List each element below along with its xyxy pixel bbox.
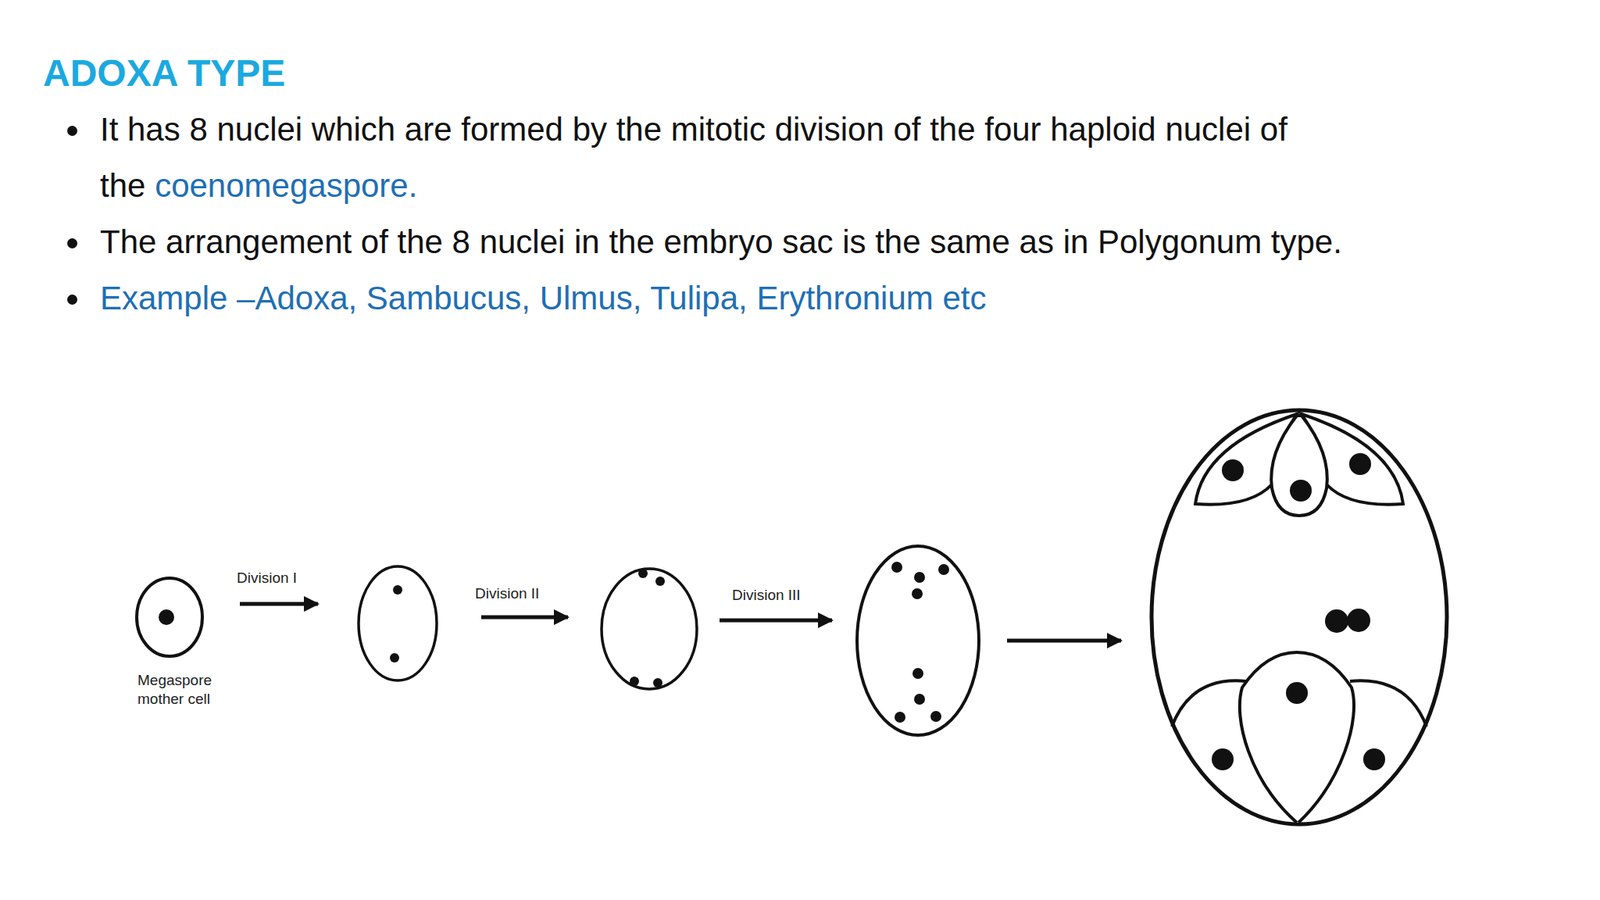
bullet-item: It has 8 nuclei which are formed by the … xyxy=(92,101,1561,215)
cell-outline xyxy=(358,566,437,681)
nucleus xyxy=(392,585,403,595)
polar-nucleus xyxy=(1346,608,1371,633)
nucleus xyxy=(1349,453,1372,475)
nucleus xyxy=(629,676,640,686)
cell-outline xyxy=(601,568,697,690)
nucleus xyxy=(1285,682,1308,704)
nucleus xyxy=(653,678,663,688)
nucleus xyxy=(655,576,665,586)
slide-title: ADOXA TYPE xyxy=(42,51,286,96)
nucleus xyxy=(1211,748,1234,771)
synergid xyxy=(1171,680,1247,727)
nucleus xyxy=(158,609,175,625)
nucleus xyxy=(389,653,400,663)
nucleus xyxy=(938,564,950,575)
bullet-text: coenomegaspore. xyxy=(154,167,418,204)
nucleus xyxy=(912,667,924,679)
embryo-sac xyxy=(1151,410,1447,825)
nucleus xyxy=(894,711,906,723)
bullet-list: It has 8 nuclei which are formed by the … xyxy=(92,101,1561,327)
nucleus xyxy=(1363,748,1386,771)
arrow xyxy=(239,602,318,607)
polar-nucleus xyxy=(1325,609,1349,633)
bullet-item: Example –Adoxa, Sambucus, Ulmus, Tulipa,… xyxy=(92,270,1561,327)
nucleus xyxy=(891,561,903,573)
step-label: Division I xyxy=(236,568,331,588)
arrow xyxy=(481,615,568,620)
arrow xyxy=(719,618,833,623)
nucleus xyxy=(914,571,925,583)
nucleus xyxy=(914,693,925,705)
egg-cell xyxy=(1239,652,1354,823)
bullet-text: The arrangement of the 8 nuclei in the e… xyxy=(100,223,1343,261)
nucleus xyxy=(1221,459,1244,482)
arrow xyxy=(1007,639,1122,643)
bullet-item: The arrangement of the 8 nuclei in the e… xyxy=(92,214,1561,271)
cell-outline xyxy=(857,546,979,736)
synergid xyxy=(1350,680,1427,727)
step-label: Division III xyxy=(732,585,842,605)
antipodal-cell xyxy=(1271,415,1328,516)
nucleus xyxy=(930,710,942,722)
cell-outline xyxy=(136,578,203,657)
nucleus xyxy=(638,568,648,579)
bullet-text: Example –Adoxa, Sambucus, Ulmus, Tulipa,… xyxy=(100,279,987,317)
nucleus xyxy=(911,588,923,600)
cell-label: Megaspore mother cell xyxy=(137,671,220,709)
step-label: Division II xyxy=(475,584,577,604)
nucleus xyxy=(1289,479,1312,502)
